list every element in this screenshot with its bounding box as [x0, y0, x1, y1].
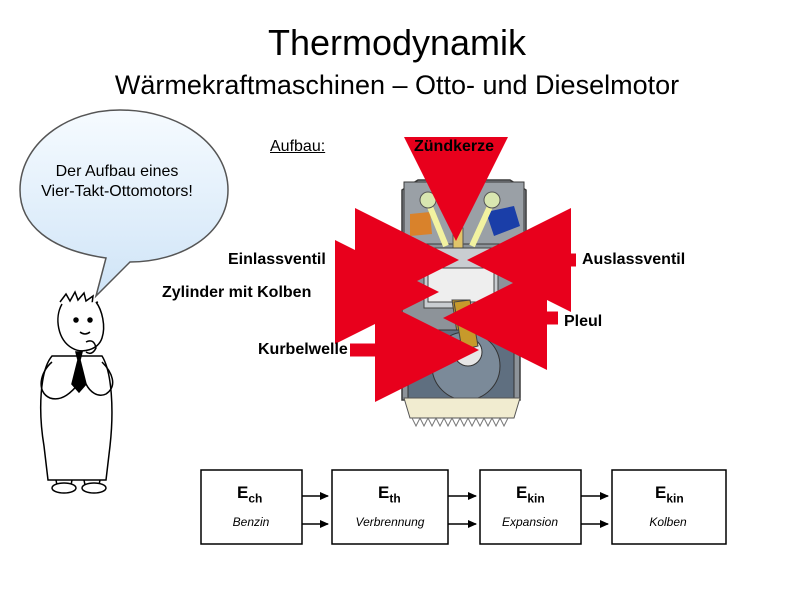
- label-zuendkerze: Zündkerze: [414, 138, 495, 155]
- energy-kin-symbol-kolben: Ekin: [655, 483, 684, 506]
- label-kurbelwelle: Kurbelwelle: [258, 341, 348, 358]
- energy-ch-label: Benzin: [232, 515, 270, 529]
- energy-th-label: Verbrennung: [355, 515, 425, 529]
- label-einlassventil: Einlassventil: [228, 251, 326, 268]
- speech-bubble-line1: Der Aufbau eines: [55, 163, 179, 180]
- cartoon-man-illustration: [40, 290, 114, 494]
- label-arrows: [335, 137, 576, 402]
- slide-title: Thermodynamik: [267, 22, 527, 63]
- energy-kin-label-expansion: Expansion: [501, 515, 559, 529]
- speech-bubble-line2: Vier-Takt-Ottomotors!: [41, 183, 193, 200]
- label-pleul: Pleul: [564, 313, 603, 330]
- engine-diagram: [401, 179, 527, 428]
- slide-subtitle: Wärmekraftmaschinen – Otto- und Dieselmo…: [114, 70, 680, 100]
- energy-kin-symbol-expansion: Ekin: [516, 483, 545, 506]
- energy-kin-label-kolben: Kolben: [649, 515, 687, 529]
- energy-th-symbol: Eth: [378, 483, 401, 506]
- energy-ch-symbol: Ech: [237, 483, 263, 506]
- speech-bubble: [19, 109, 229, 299]
- label-zylinder-mit-kolben: Zylinder mit Kolben: [162, 284, 312, 301]
- label-auslassventil: Auslassventil: [582, 251, 686, 268]
- aufbau-label: Aufbau:: [270, 138, 326, 155]
- speech-bubble-text: Der Aufbau eines Vier-Takt-Ottomotors!: [22, 162, 212, 202]
- energy-chain: [200, 469, 727, 545]
